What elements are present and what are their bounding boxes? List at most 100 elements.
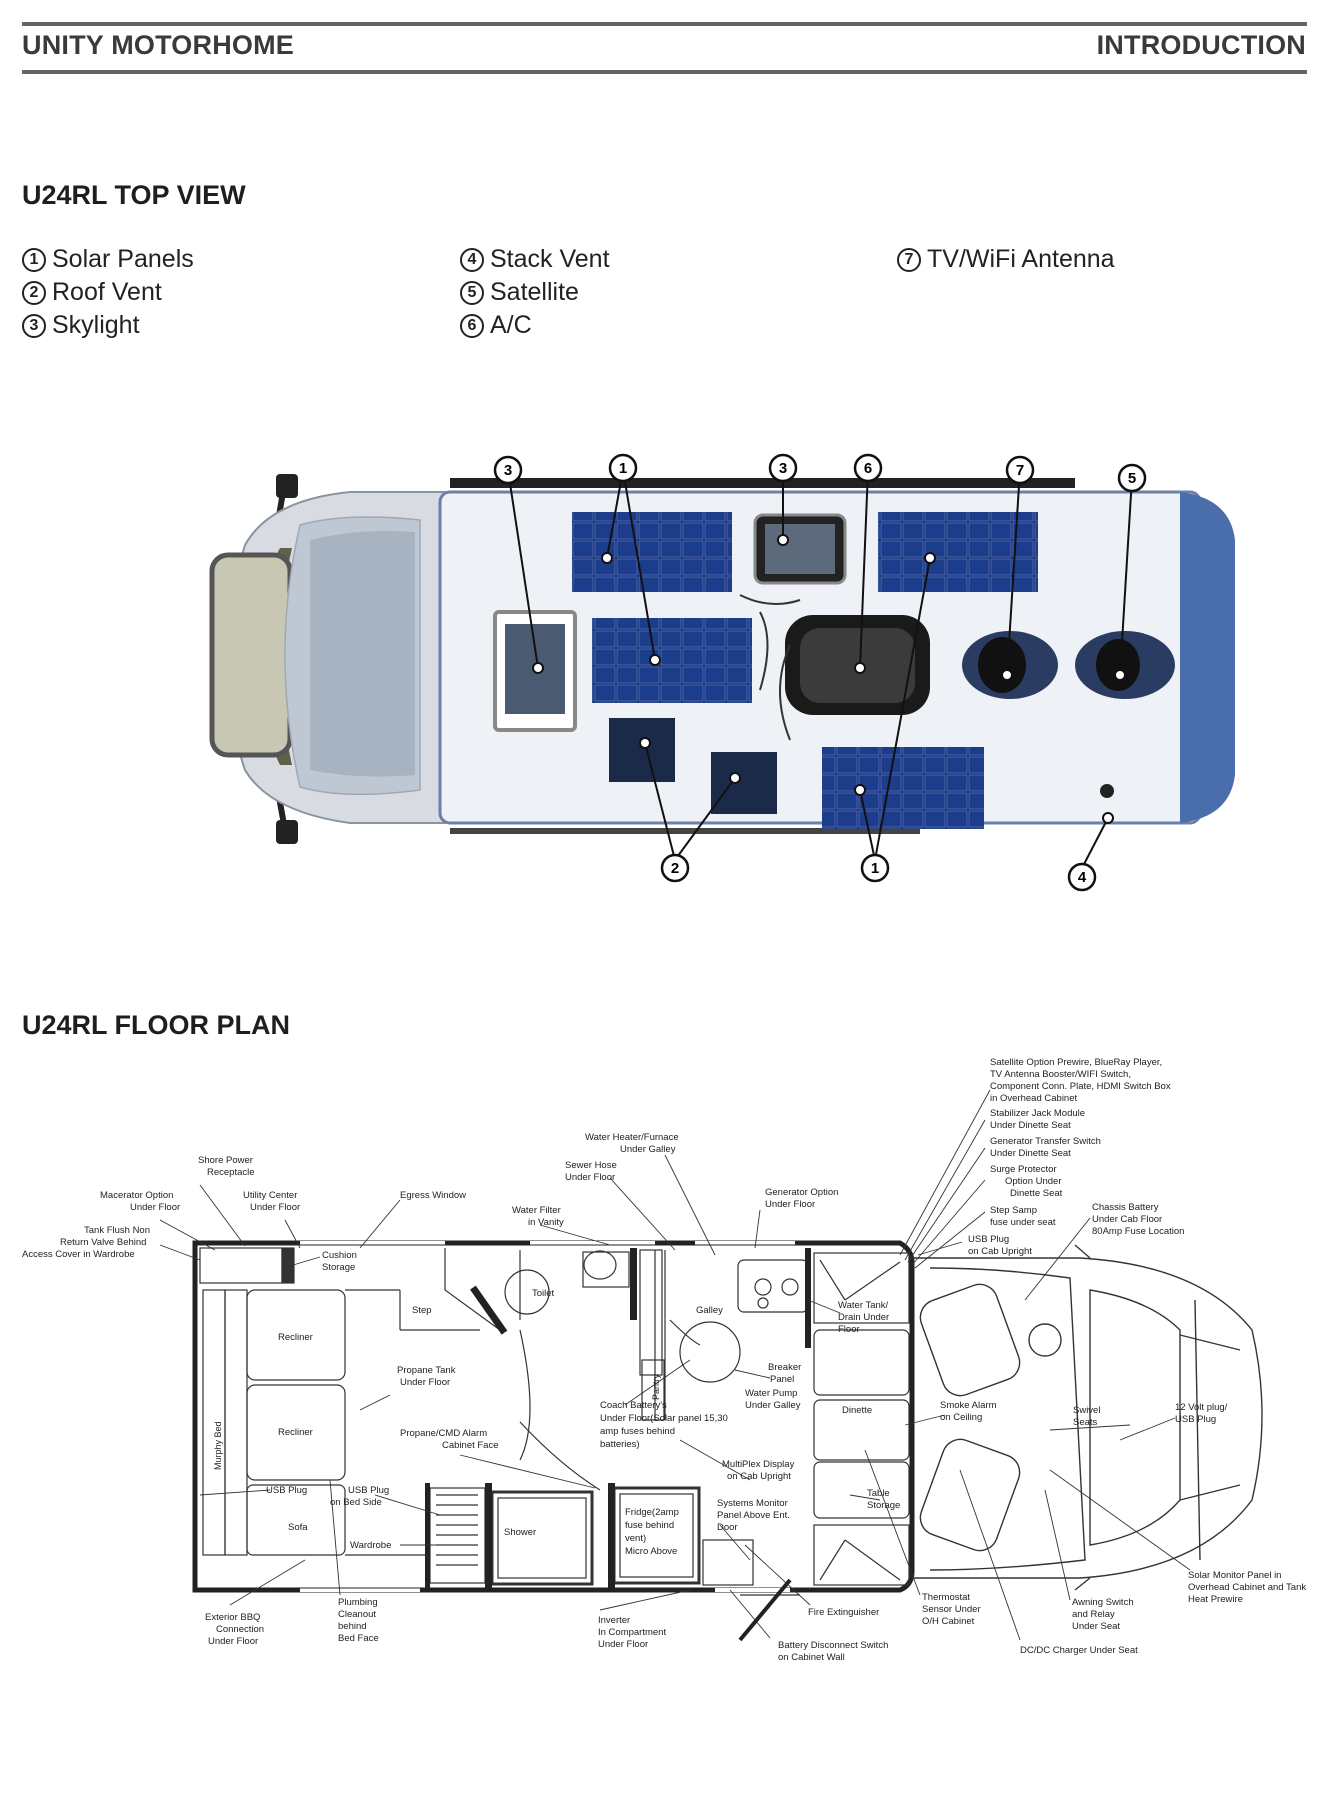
callout-marker: 3 — [493, 455, 523, 485]
legend-label: TV/WiFi Antenna — [927, 245, 1115, 273]
legend-label: Solar Panels — [52, 245, 194, 273]
label-wardrobe: Wardrobe — [350, 1540, 391, 1551]
stack-vent — [1100, 784, 1114, 798]
callout-marker: 6 — [853, 453, 883, 483]
interior-wall — [805, 1248, 811, 1348]
label-dinette: Dinette — [842, 1405, 872, 1416]
header-section: INTRODUCTION — [1096, 30, 1306, 60]
svg-text:3: 3 — [779, 460, 787, 477]
label-toilet: Toilet — [532, 1288, 555, 1299]
satellite-core — [1096, 639, 1140, 691]
solar-panel — [592, 618, 752, 703]
antenna-dome — [962, 631, 1058, 699]
label-murphy-bed: Murphy Bed — [213, 1421, 223, 1470]
windshield — [262, 548, 292, 765]
svg-text:7: 7 — [1016, 462, 1024, 479]
label-step: Step — [412, 1305, 432, 1316]
label-usb-plug: USB Plug — [266, 1485, 307, 1496]
exterior-wall — [192, 1240, 915, 1593]
awning-rail — [450, 478, 1075, 488]
interior-wall — [425, 1483, 430, 1588]
callout-marker: 4 — [1067, 862, 1097, 892]
coach-rear-cap — [1180, 492, 1235, 823]
antenna-core — [978, 637, 1026, 693]
legend-number: 3 — [22, 313, 46, 338]
callout-leaders — [507, 469, 1133, 869]
svg-text:5: 5 — [1128, 470, 1136, 487]
callout-marker: 5 — [1117, 463, 1147, 493]
coach-roof — [438, 490, 1202, 825]
hood — [284, 516, 421, 796]
label-fire: Fire Extinguisher — [808, 1607, 879, 1618]
legend-label: A/C — [490, 311, 532, 339]
skylight — [493, 610, 577, 732]
label-shower: Shower — [504, 1527, 536, 1538]
callout-marker: 3 — [768, 453, 798, 483]
label-pantry: Pantry — [651, 1373, 661, 1400]
legend-number: 2 — [22, 280, 46, 305]
skylight-glass — [505, 624, 565, 714]
roof-wiring — [739, 594, 801, 741]
label-galley: Galley — [696, 1305, 723, 1316]
svg-text:4: 4 — [1078, 869, 1087, 886]
legend-number: 1 — [22, 247, 46, 272]
top-view-title: U24RL TOP VIEW — [22, 180, 246, 210]
legend-label: Skylight — [52, 311, 140, 339]
legend-number: 5 — [460, 280, 484, 305]
label-recliner: Recliner — [278, 1332, 313, 1343]
ac-unit — [785, 615, 930, 715]
floor-plan-leaders — [159, 1089, 1191, 1641]
legend-number: 4 — [460, 247, 484, 272]
solar-panel — [878, 512, 1038, 592]
interior-wall — [485, 1483, 492, 1588]
interior-fixtures — [199, 1247, 910, 1596]
mirror-icon — [272, 474, 298, 844]
label-dcdc: DC/DC Charger Under Seat — [1020, 1645, 1138, 1656]
svg-text:2: 2 — [671, 860, 679, 877]
roof-vent — [609, 718, 675, 782]
cab-body — [226, 491, 446, 824]
svg-text:1: 1 — [871, 860, 879, 877]
skylight-glass — [765, 524, 835, 574]
label-egress: Egress Window — [400, 1190, 466, 1201]
callout-marker: 1 — [860, 853, 890, 883]
legend-number: 7 — [897, 247, 921, 272]
interior-wall — [608, 1483, 615, 1588]
label-12volt: 12 Volt plug/USB Plug — [1175, 1402, 1228, 1425]
floor-plan-title: U24RL FLOOR PLAN — [22, 1010, 291, 1040]
dashboard — [209, 552, 293, 758]
label-sofa: Sofa — [288, 1522, 308, 1533]
legend-number: 6 — [460, 313, 484, 338]
fire-extinguisher-icon — [738, 1578, 792, 1642]
legend-label: Satellite — [490, 278, 579, 306]
